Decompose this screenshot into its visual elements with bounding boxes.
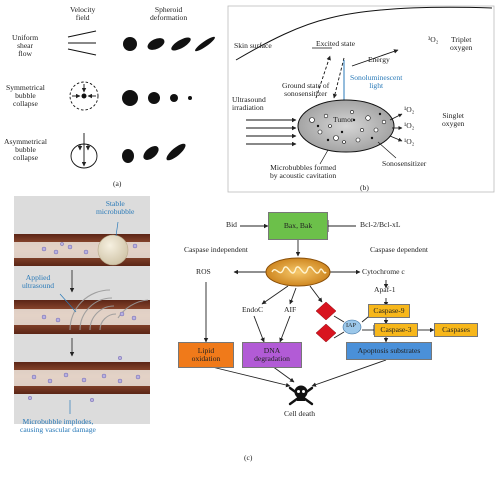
uniform-shear-label: Uniform shear flow bbox=[12, 33, 39, 58]
skin-surface-label: Skin surface bbox=[234, 41, 272, 50]
spheroid-row3 bbox=[122, 143, 186, 163]
caspase3-box: Caspase-3 bbox=[374, 323, 418, 337]
aif-label: AIF bbox=[284, 305, 297, 314]
panel-a-graphics bbox=[67, 30, 215, 169]
iap-label: IAP bbox=[346, 322, 356, 329]
panel-a-caption: (a) bbox=[113, 179, 122, 188]
panel-b-graphics bbox=[227, 5, 495, 193]
bax-bak-box: Bax, Bak bbox=[268, 212, 328, 240]
singlet-oxygen-symbol-1: ¹O₂ bbox=[404, 105, 415, 114]
cell-death-label: Cell death bbox=[284, 409, 315, 418]
apoptosis-substrates-box: Apoptosis substrates bbox=[346, 342, 432, 360]
tumor-shape bbox=[297, 99, 395, 153]
bid-label: Bid bbox=[226, 220, 237, 229]
singlet-oxygen-symbol-2: ¹O₂ bbox=[404, 121, 415, 130]
iap-shape bbox=[342, 319, 362, 335]
triplet-oxygen-symbol: ³O₂ bbox=[428, 35, 439, 44]
applied-ultrasound-label: Applied ultrasound bbox=[22, 273, 55, 290]
apaf-label: Apaf-1 bbox=[374, 285, 396, 294]
caspase9-box: Caspase-9 bbox=[368, 304, 410, 318]
singlet-oxygen-symbol-3: ¹O₂ bbox=[404, 137, 415, 146]
bcl-label: Bcl-2/Bcl-xL bbox=[360, 220, 401, 229]
asymmetric-collapse-icon bbox=[70, 133, 98, 169]
panel-b-caption: (b) bbox=[360, 183, 369, 192]
microbubbles-label: Microbubbles formed by acoustic cavitati… bbox=[270, 163, 337, 180]
stable-microbubble-label: Stable microbubble bbox=[96, 199, 135, 216]
spheroid-row1 bbox=[123, 36, 215, 52]
sonosensitizer-dots bbox=[316, 112, 382, 142]
ultrasound-arrows bbox=[246, 117, 297, 147]
caspase-dependent-label: Caspase dependent bbox=[370, 245, 428, 254]
skull-crossbones-icon bbox=[288, 385, 314, 406]
stable-microbubble-shape bbox=[97, 234, 129, 266]
asymmetric-collapse-label: Asymmetrical bubble collapse bbox=[4, 137, 48, 162]
symmetric-collapse-label: Symmetrical bubble collapse bbox=[6, 83, 45, 108]
excited-state-label: Excited state bbox=[316, 39, 356, 48]
caspases-box: Caspases bbox=[434, 323, 478, 337]
mitochondrion-icon bbox=[265, 257, 331, 287]
ultrasound-irradiation-label: Ultrasound irradiation bbox=[232, 95, 266, 112]
ground-state-label: Ground state of sonosensitizer bbox=[282, 81, 330, 98]
velocity-field-label: Velocity field bbox=[70, 5, 96, 22]
caspase-independent-label: Caspase independent bbox=[184, 245, 248, 254]
vessel-illustration bbox=[14, 196, 150, 424]
dna-degradation-box: DNA degradation bbox=[242, 342, 302, 368]
pro-apoptotic-diamonds bbox=[315, 301, 337, 343]
endoc-label: EndoC bbox=[242, 305, 264, 314]
sonosensitizer-label: Sonosensitizer bbox=[382, 159, 427, 168]
sonoluminescent-light-label: Sonoluminescent light bbox=[350, 73, 403, 90]
triplet-oxygen-label: Triplet oxygen bbox=[450, 35, 473, 52]
microbubble-implodes-label: Microbubble implodes, causing vascular d… bbox=[20, 417, 96, 434]
microbubble-dots bbox=[309, 110, 387, 144]
spheroid-deformation-label: Spheroid deformation bbox=[150, 5, 188, 22]
energy-label: Energy bbox=[368, 55, 390, 64]
tumor-label: Tumor bbox=[333, 115, 354, 124]
ros-label: ROS bbox=[196, 267, 211, 276]
panel-c-caption: (c) bbox=[244, 453, 253, 462]
singlet-oxygen-label: Singlet oxygen bbox=[442, 111, 465, 128]
shear-flow-icon bbox=[67, 30, 97, 56]
cytochrome-label: Cytochrome c bbox=[362, 267, 405, 276]
spheroid-row2 bbox=[122, 90, 192, 106]
lipid-oxidation-box: Lipid oxidation bbox=[178, 342, 234, 368]
symmetric-collapse-icon bbox=[69, 81, 99, 111]
